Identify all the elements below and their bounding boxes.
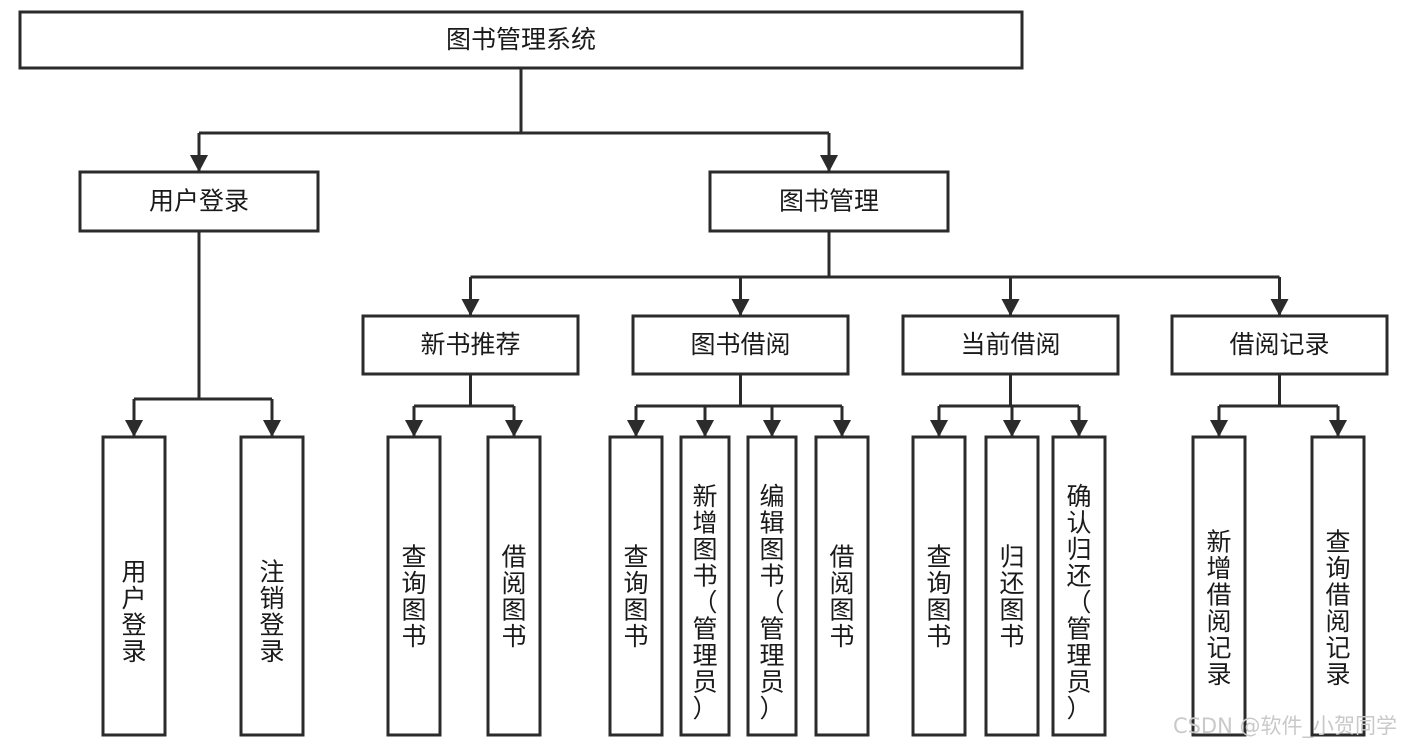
node-box-leaf-logout [239, 435, 305, 737]
node-box-leaf-add-borrow-record [1191, 435, 1247, 737]
node-leaf-add-book[interactable]: 新增图书（管理员） [679, 435, 731, 737]
arrow-head [125, 420, 143, 437]
connector-current-borrow-to-leaves [930, 374, 1088, 437]
node-leaf-add-borrow-record[interactable]: 新增借阅记录 [1191, 435, 1247, 737]
node-leaf-return-book[interactable]: 归还图书 [984, 435, 1040, 737]
arrow-head [263, 420, 281, 437]
node-box-leaf-confirm-return [1051, 435, 1107, 737]
arrow-head [820, 155, 838, 172]
csdn-watermark: CSDN @软件_小贺同学 [1173, 714, 1397, 739]
arrow-head [731, 299, 750, 316]
arrow-head [1001, 299, 1020, 316]
node-label-leaf-logout: 注销登录 [259, 558, 284, 667]
connector-borrow-record-to-leaves [1210, 374, 1347, 437]
node-label-leaf-query-book-2: 查询图书 [623, 543, 648, 652]
node-box-current-borrow [901, 314, 1120, 376]
arrow-head [1210, 420, 1228, 437]
node-leaf-query-book-3[interactable]: 查询图书 [911, 435, 967, 737]
node-layer: 图书管理系统用户登录图书管理新书推荐图书借阅当前借阅借阅记录用户登录注销登录查询… [18, 10, 1389, 737]
node-box-new-book-recommend [361, 314, 580, 376]
node-borrow-record[interactable]: 借阅记录 [1170, 314, 1389, 376]
node-label-leaf-borrow-book-1: 借阅图书 [501, 543, 526, 652]
arrow-head [1070, 420, 1088, 437]
arrow-head [1003, 420, 1021, 437]
node-label-leaf-confirm-return: 确认归还（管理员） [1066, 482, 1091, 723]
node-book-management[interactable]: 图书管理 [708, 170, 950, 233]
arrow-head [763, 420, 781, 437]
node-label-leaf-add-borrow-record: 新增借阅记录 [1206, 528, 1231, 690]
node-label-leaf-return-book: 归还图书 [999, 543, 1024, 652]
connector-root-to-level2 [190, 68, 838, 172]
node-box-leaf-user-login [101, 435, 167, 737]
node-box-book-borrow [631, 314, 850, 376]
node-label-user-login: 用户登录 [149, 187, 249, 216]
connector-layer [125, 68, 1347, 437]
node-box-leaf-edit-book [746, 435, 798, 737]
arrow-head [930, 420, 948, 437]
node-box-leaf-query-book-1 [386, 435, 442, 737]
arrow-head [405, 420, 423, 437]
node-leaf-query-borrow-record[interactable]: 查询借阅记录 [1310, 435, 1366, 737]
node-label-current-borrow: 当前借阅 [960, 330, 1060, 359]
node-leaf-query-book-2[interactable]: 查询图书 [608, 435, 664, 737]
node-user-login[interactable]: 用户登录 [78, 170, 320, 233]
node-label-leaf-query-book-3: 查询图书 [926, 543, 951, 652]
connector-user-login-to-leaves [125, 231, 281, 437]
node-label-book-borrow: 图书借阅 [690, 330, 790, 359]
node-label-leaf-user-login: 用户登录 [121, 558, 146, 667]
node-label-borrow-record: 借阅记录 [1229, 330, 1329, 359]
node-box-leaf-query-borrow-record [1310, 435, 1366, 737]
node-label-leaf-query-borrow-record: 查询借阅记录 [1325, 528, 1350, 690]
node-box-leaf-add-book [679, 435, 731, 737]
node-box-leaf-borrow-book-1 [486, 435, 542, 737]
node-box-book-management [708, 170, 950, 233]
node-current-borrow[interactable]: 当前借阅 [901, 314, 1120, 376]
arrow-head [627, 420, 645, 437]
arrow-head [833, 420, 851, 437]
arrow-head [505, 420, 523, 437]
node-box-user-login [78, 170, 320, 233]
connector-new-book-recommend-to-leaves [405, 374, 523, 437]
node-leaf-edit-book[interactable]: 编辑图书（管理员） [746, 435, 798, 737]
connector-book-management-to-level3 [461, 231, 1289, 316]
node-leaf-logout[interactable]: 注销登录 [239, 435, 305, 737]
node-box-leaf-query-book-2 [608, 435, 664, 737]
node-box-borrow-record [1170, 314, 1389, 376]
node-new-book-recommend[interactable]: 新书推荐 [361, 314, 580, 376]
node-label-book-management: 图书管理 [779, 187, 879, 216]
arrow-head [1329, 420, 1347, 437]
node-leaf-confirm-return[interactable]: 确认归还（管理员） [1051, 435, 1107, 737]
connector-book-borrow-to-leaves [627, 374, 851, 437]
node-box-root [18, 10, 1024, 70]
node-label-leaf-edit-book: 编辑图书（管理员） [759, 482, 784, 723]
arrow-head [461, 299, 480, 316]
node-book-borrow[interactable]: 图书借阅 [631, 314, 850, 376]
node-leaf-user-login[interactable]: 用户登录 [101, 435, 167, 737]
node-leaf-borrow-book-1[interactable]: 借阅图书 [486, 435, 542, 737]
arrow-head [696, 420, 714, 437]
node-label-root: 图书管理系统 [446, 25, 596, 54]
node-box-leaf-borrow-book-2 [814, 435, 870, 737]
node-box-leaf-return-book [984, 435, 1040, 737]
node-leaf-query-book-1[interactable]: 查询图书 [386, 435, 442, 737]
node-label-leaf-borrow-book-2: 借阅图书 [829, 543, 854, 652]
arrow-head [1270, 299, 1289, 316]
node-label-new-book-recommend: 新书推荐 [420, 330, 520, 359]
node-label-leaf-add-book: 新增图书（管理员） [692, 482, 717, 723]
node-root[interactable]: 图书管理系统 [18, 10, 1024, 70]
node-box-leaf-query-book-3 [911, 435, 967, 737]
arrow-head [190, 155, 208, 172]
node-leaf-borrow-book-2[interactable]: 借阅图书 [814, 435, 870, 737]
node-label-leaf-query-book-1: 查询图书 [401, 543, 426, 652]
